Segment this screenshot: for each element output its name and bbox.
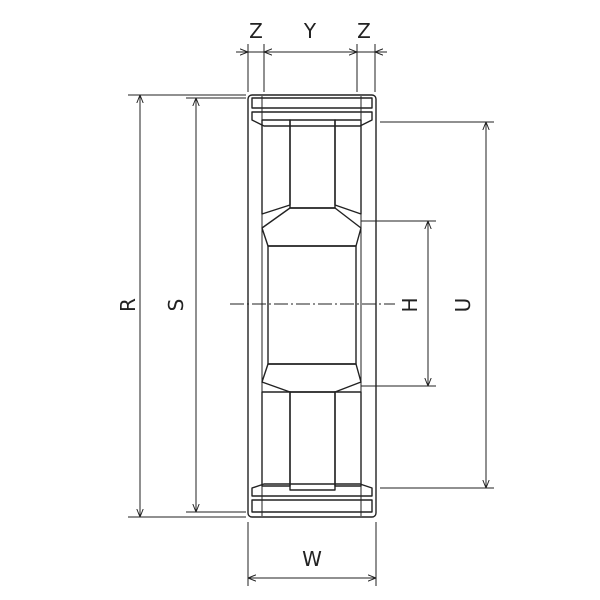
dim-r: R: [116, 94, 246, 518]
upper-web: [289, 119, 336, 209]
label-y: Y: [303, 19, 317, 43]
dim-s: S: [164, 97, 246, 513]
label-z-right: Z: [357, 19, 371, 43]
lower-web: [289, 391, 336, 491]
label-r: R: [116, 298, 140, 312]
top-flange: [251, 97, 373, 109]
rim-outline: [247, 94, 377, 518]
bottom-flange: [251, 499, 373, 513]
label-w: W: [302, 547, 322, 571]
dim-h: H: [361, 220, 436, 387]
label-s: S: [164, 299, 188, 312]
label-u: U: [451, 298, 475, 313]
label-z-left: Z: [249, 19, 263, 43]
upper-hub: [261, 207, 362, 247]
pulley-section: [230, 94, 395, 518]
bore: [267, 245, 357, 365]
label-h: H: [398, 297, 422, 312]
dim-u: U: [380, 121, 494, 489]
dim-w: W: [247, 522, 377, 586]
lower-hub: [261, 363, 362, 393]
dim-top: Z Y Z: [236, 19, 387, 92]
